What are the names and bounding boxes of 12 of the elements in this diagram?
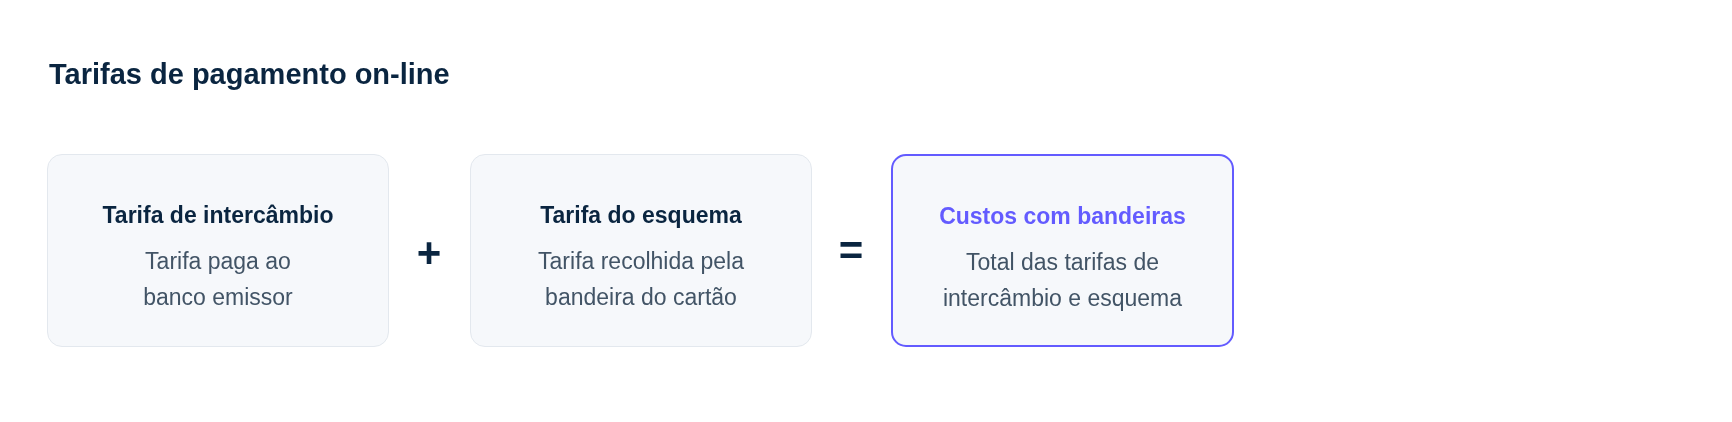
card-description: Tarifa recolhida pela bandeira do cartão bbox=[537, 247, 745, 312]
card-heading: Custos com bandeiras bbox=[939, 202, 1186, 230]
card-description: Tarifa paga ao banco emissor bbox=[142, 247, 294, 312]
card-heading: Tarifa do esquema bbox=[540, 201, 742, 229]
diagram-title: Tarifas de pagamento on-line bbox=[49, 57, 450, 92]
equals-operator: = bbox=[838, 230, 864, 272]
info-card bbox=[891, 154, 1234, 347]
card-description: Total das tarifas de intercâmbio e esquema bbox=[941, 248, 1184, 313]
info-card bbox=[47, 154, 389, 347]
plus-operator: + bbox=[416, 232, 442, 274]
info-card bbox=[470, 154, 812, 347]
card-heading: Tarifa de intercâmbio bbox=[102, 201, 334, 229]
